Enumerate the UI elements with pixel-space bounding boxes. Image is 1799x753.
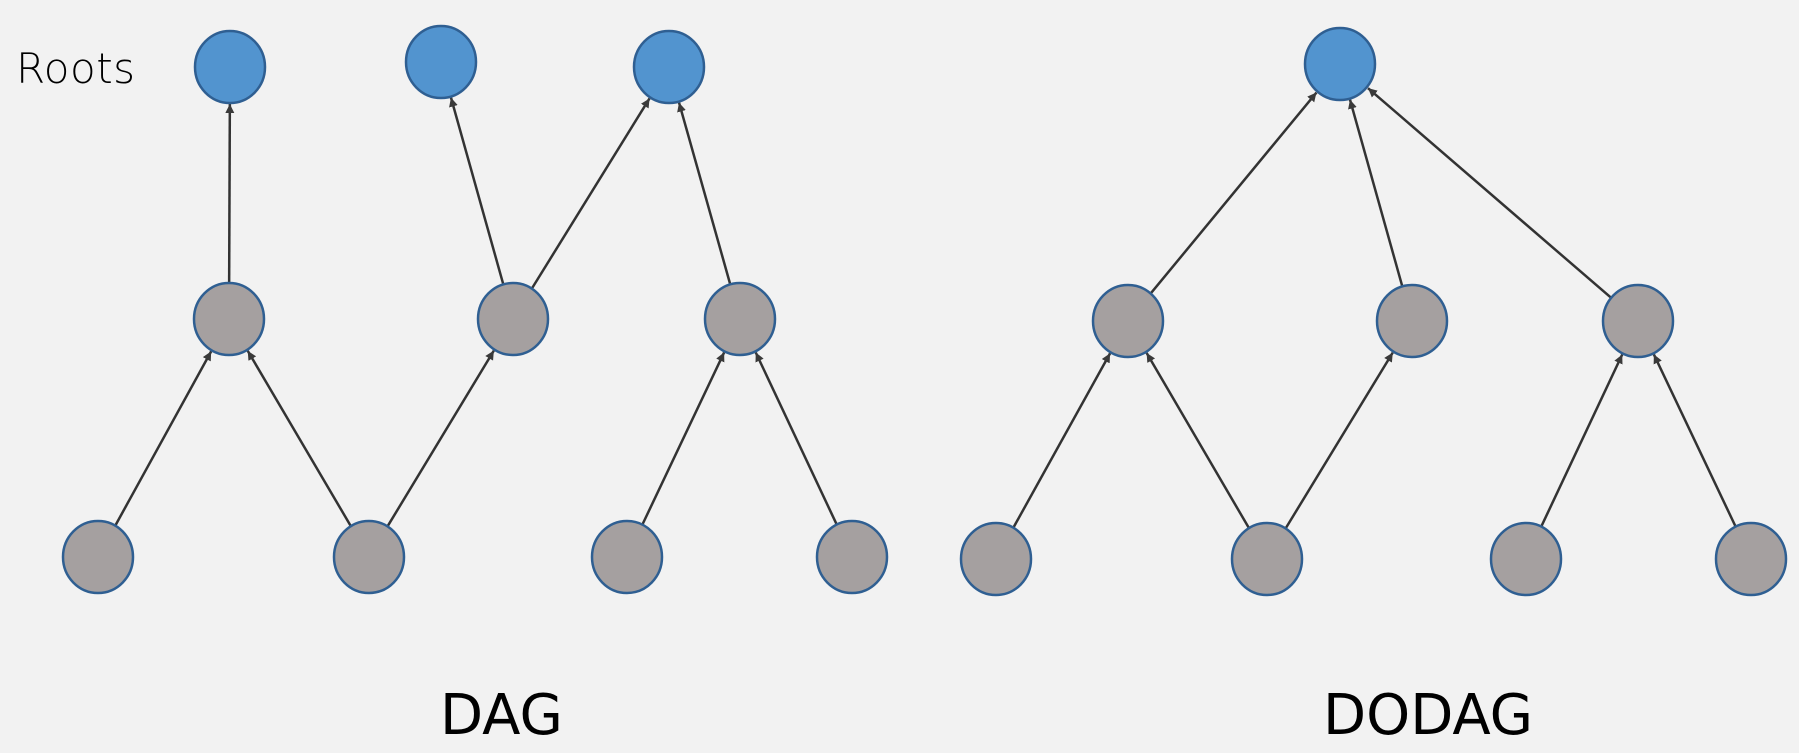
graph-node-dag-mid-2 bbox=[476, 281, 550, 357]
edge-dag-leaf-2-to-dag-mid-1 bbox=[246, 350, 352, 527]
graph-node-dag-leaf-2 bbox=[332, 519, 406, 595]
dag-title: DAG bbox=[440, 683, 563, 748]
graph-node-dodag-leaf-2 bbox=[1230, 521, 1304, 597]
edge-dag-mid-3-to-dag-root-3 bbox=[677, 102, 732, 285]
edge-dodag-leaf-4-to-dodag-mid-3 bbox=[1652, 353, 1737, 528]
graph-node-dag-mid-3 bbox=[703, 281, 777, 357]
root-node-dag-root-1 bbox=[193, 29, 267, 105]
edge-dag-leaf-2-to-dag-mid-2 bbox=[386, 350, 495, 527]
graph-node-dodag-leaf-4 bbox=[1714, 521, 1788, 597]
edge-dag-mid-1-to-dag-root-1 bbox=[225, 103, 235, 284]
graph-node-dag-leaf-4 bbox=[815, 519, 889, 595]
root-node-dag-root-2 bbox=[404, 24, 478, 100]
graph-node-dag-mid-1 bbox=[192, 281, 266, 357]
graph-node-dodag-leaf-1 bbox=[959, 521, 1033, 597]
root-node-dodag-root bbox=[1303, 26, 1377, 102]
graph-node-dodag-mid-3 bbox=[1601, 283, 1675, 359]
edge-dag-leaf-1-to-dag-mid-1 bbox=[114, 350, 213, 527]
edge-dodag-leaf-1-to-dodag-mid-1 bbox=[1012, 352, 1112, 529]
graph-node-dag-leaf-1 bbox=[61, 519, 135, 595]
graph-node-dag-leaf-3 bbox=[590, 519, 664, 595]
nodes-layer bbox=[61, 24, 1788, 597]
edge-dag-mid-2-to-dag-root-3 bbox=[530, 97, 651, 290]
edge-dag-mid-2-to-dag-root-2 bbox=[449, 97, 505, 285]
graph-node-dodag-mid-2 bbox=[1375, 283, 1449, 359]
roots-label: Roots bbox=[16, 44, 136, 93]
graph-node-dodag-leaf-3 bbox=[1489, 521, 1563, 597]
edge-dodag-leaf-2-to-dodag-mid-2 bbox=[1284, 351, 1394, 529]
edge-dodag-leaf-3-to-dodag-mid-3 bbox=[1540, 353, 1624, 527]
root-node-dag-root-3 bbox=[632, 29, 706, 105]
edge-dodag-mid-2-to-dodag-root bbox=[1348, 99, 1404, 287]
edges-layer bbox=[114, 87, 1737, 529]
graph-node-dodag-mid-1 bbox=[1091, 283, 1165, 359]
dodag-title: DODAG bbox=[1323, 683, 1534, 748]
edge-dodag-mid-3-to-dodag-root bbox=[1367, 87, 1612, 299]
edge-dag-leaf-4-to-dag-mid-3 bbox=[754, 351, 838, 525]
edge-dodag-mid-1-to-dodag-root bbox=[1149, 91, 1318, 295]
edge-dodag-leaf-2-to-dodag-mid-1 bbox=[1145, 352, 1250, 529]
edge-dag-leaf-3-to-dag-mid-3 bbox=[641, 351, 726, 526]
